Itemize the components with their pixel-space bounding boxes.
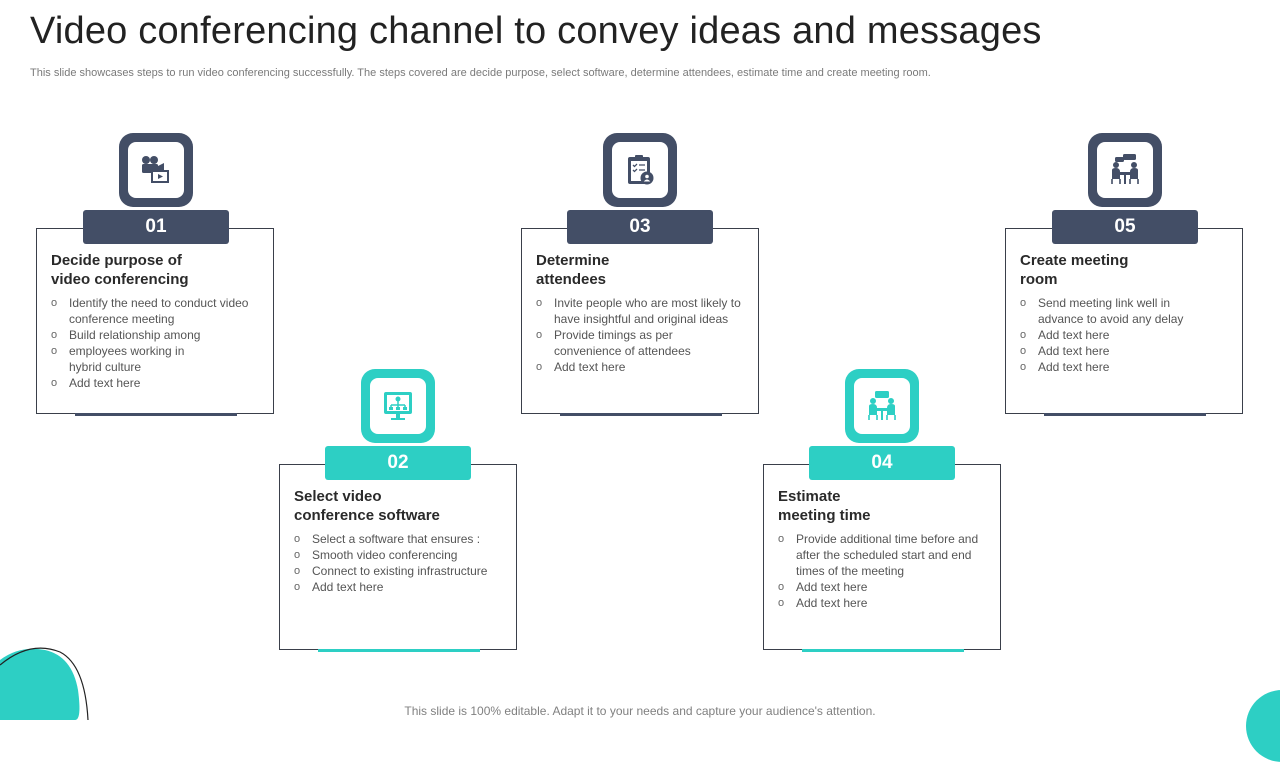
step-01-icon-box [119, 133, 193, 207]
card-accent-line [560, 413, 722, 416]
step-05-icon-box [1088, 133, 1162, 207]
step-bullet: Select a software that ensures : [294, 531, 509, 547]
step-heading: Determine attendees [536, 252, 610, 288]
clipboard-user-icon [628, 155, 654, 185]
step-number-badge: 02 [325, 446, 471, 480]
step-bullet: Provide additional time before and after… [778, 531, 996, 579]
step-bullet: Add text here [536, 359, 751, 375]
step-heading: Estimate meeting time [778, 488, 871, 524]
monitor-network-icon [384, 392, 412, 420]
slide-title: Video conferencing channel to convey ide… [30, 10, 1042, 52]
step-bullet-list: Provide additional time before and after… [778, 531, 993, 611]
step-bullet-list: Select a software that ensures : Smooth … [294, 531, 509, 595]
step-bullet: Add text here [1020, 343, 1235, 359]
step-number-badge: 04 [809, 446, 955, 480]
step-04-icon-box [845, 369, 919, 443]
step-bullet: Identify the need to conduct video confe… [51, 295, 249, 327]
card-accent-line [802, 649, 964, 652]
step-bullet: Send meeting link well in advance to avo… [1020, 295, 1218, 327]
step-bullet-list: Identify the need to conduct video confe… [51, 295, 266, 391]
step-bullet: employees working in hybrid culture [51, 343, 219, 375]
decorative-circle [1246, 690, 1280, 762]
step-number-badge: 01 [83, 210, 229, 244]
meeting-table-icon [868, 391, 896, 420]
card-accent-line [318, 649, 480, 652]
step-bullet: Build relationship among [51, 327, 266, 343]
step-bullet: Add text here [778, 595, 993, 611]
step-heading: Decide purpose of video conferencing [51, 252, 189, 288]
step-05-card: Create meeting room Send meeting link we… [1005, 228, 1243, 416]
step-bullet-list: Send meeting link well in advance to avo… [1020, 295, 1235, 375]
step-01-card: Decide purpose of video conferencing Ide… [36, 228, 274, 416]
step-03-card: Determine attendees Invite people who ar… [521, 228, 759, 416]
step-bullet-list: Invite people who are most likely to hav… [536, 295, 751, 375]
step-bullet: Provide timings as per convenience of at… [536, 327, 724, 359]
step-bullet: Add text here [1020, 327, 1235, 343]
step-bullet: Add text here [51, 375, 266, 391]
meeting-room-icon [1111, 154, 1139, 184]
decorative-blob [0, 647, 89, 720]
step-03-icon-box [603, 133, 677, 207]
slide-subtitle: This slide showcases steps to run video … [30, 67, 931, 79]
step-bullet: Add text here [1020, 359, 1235, 375]
step-bullet: Connect to existing infrastructure [294, 563, 509, 579]
step-bullet: Add text here [778, 579, 993, 595]
slide-footer: This slide is 100% editable. Adapt it to… [404, 704, 876, 718]
card-accent-line [75, 413, 237, 416]
step-02-card: Select video conference software Select … [279, 464, 517, 652]
step-bullet: Add text here [294, 579, 509, 595]
step-bullet: Invite people who are most likely to hav… [536, 295, 754, 327]
step-02-icon-box [361, 369, 435, 443]
step-bullet: Smooth video conferencing [294, 547, 509, 563]
card-accent-line [1044, 413, 1206, 416]
step-heading: Select video conference software [294, 488, 440, 524]
step-04-card: Estimate meeting time Provide additional… [763, 464, 1001, 652]
step-number-badge: 03 [567, 210, 713, 244]
video-camera-icon [142, 156, 169, 183]
step-number-badge: 05 [1052, 210, 1198, 244]
step-heading: Create meeting room [1020, 252, 1129, 288]
